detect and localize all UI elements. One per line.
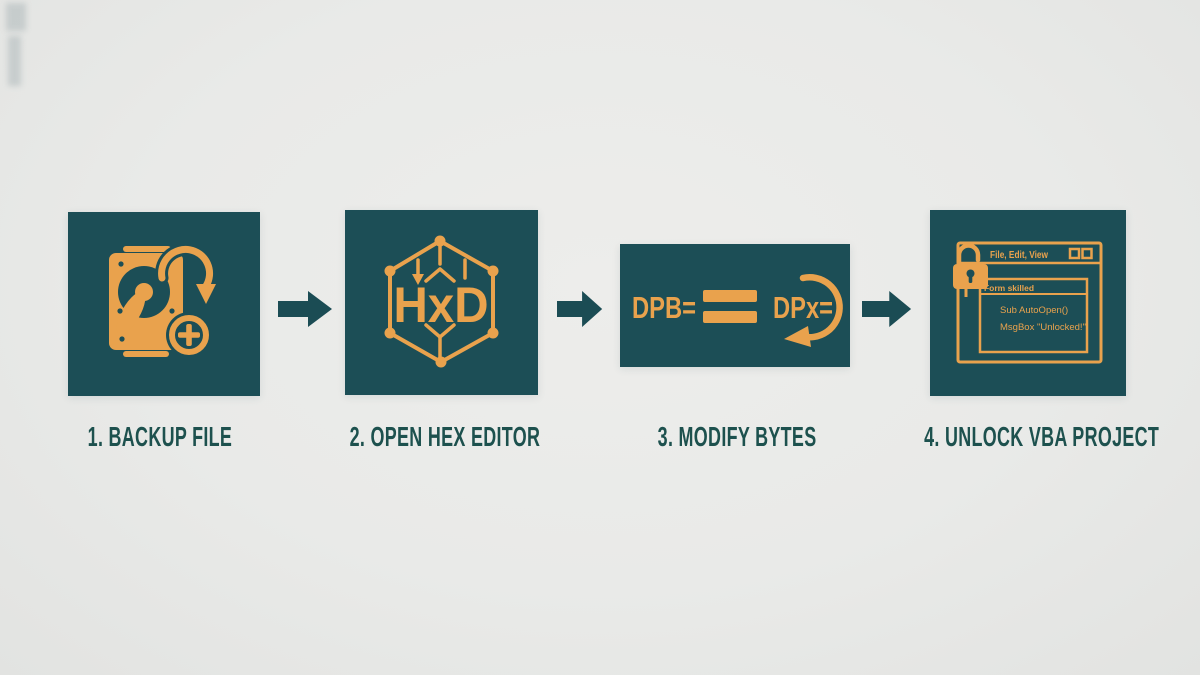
dpb-text: DPB= <box>632 290 696 325</box>
dpx-text: DPx= <box>773 290 833 325</box>
unlocked-code-window-icon: File, Edit, View Form skilled Sub AutoOp… <box>953 241 1103 364</box>
step-1-label: 1. BACKUP FILE <box>87 421 233 452</box>
step-2-panel: HxD <box>345 210 538 395</box>
step-2-label: 2. OPEN HEX EDITOR <box>349 421 541 452</box>
step-4-panel: File, Edit, View Form skilled Sub AutoOp… <box>930 210 1126 396</box>
step-4-label: 4. UNLOCK VBA PROJECT <box>924 421 1160 452</box>
right-arrow-icon <box>557 291 603 327</box>
right-arrow-icon <box>278 291 332 327</box>
byte-swap-icon: DPB= DPx= <box>632 274 843 347</box>
window-buttons-icon <box>1068 247 1093 260</box>
down-arrow-icon <box>412 274 424 285</box>
padlock-icon <box>953 243 988 297</box>
hxd-hexagon-logo: HxD <box>384 235 499 368</box>
corner-smudge-bottom <box>8 36 21 86</box>
code-window-subtitle: Form skilled <box>984 284 1034 293</box>
equals-icon <box>703 290 757 323</box>
flow-arrow-2 <box>557 290 603 328</box>
rotate-arrow-icon <box>784 274 843 347</box>
hxd-logo-text: HxD <box>394 277 489 333</box>
corner-smudge-top <box>6 3 26 31</box>
right-arrow-icon <box>862 291 912 327</box>
step-3-label: 3. MODIFY BYTES <box>657 421 817 452</box>
step-1-panel <box>68 212 260 396</box>
code-line-2: MsgBox "Unlocked!" <box>1000 322 1086 333</box>
step-3-panel: DPB= DPx= <box>620 244 850 367</box>
flow-arrow-3 <box>862 290 912 328</box>
flow-arrow-1 <box>278 290 333 328</box>
menu-bar-text: File, Edit, View <box>990 249 1049 261</box>
code-line-1: Sub AutoOpen() <box>1000 305 1068 316</box>
hard-drive-backup-icon <box>109 242 217 358</box>
